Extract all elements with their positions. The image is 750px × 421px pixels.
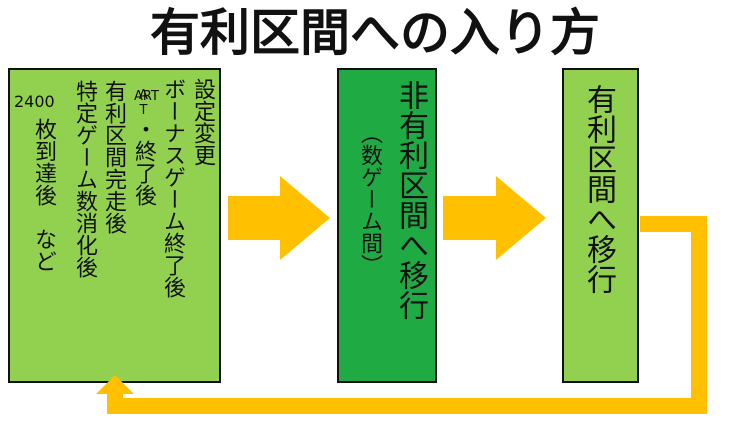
condition-line-4: 有利区間完走後 [101,80,126,234]
non-advantage-box: 非有利区間へ移行 （数ゲーム間） [337,68,437,383]
condition-line-3-text: ・終了後 [131,118,156,206]
tag-at: AT [136,88,151,118]
count-2400: 2400 [14,92,55,111]
condition-line-3: AT・終了後 [131,88,156,206]
condition-line-6: 枚到達後 など [31,118,56,272]
tag-art-label: ART [134,89,159,104]
advantage-box: 有利区間へ移行 [562,68,639,383]
condition-line-1: 設定変更 [190,78,215,166]
non-advantage-sub: （数ゲーム間） [357,122,382,276]
advantage-label: 有利区間へ移行 [581,84,616,294]
return-loop-arrow [107,216,707,414]
page-title: 有利区間への入り方 [150,4,600,62]
conditions-box: 設定変更 ボーナスゲーム終了後 AT・終了後 ART 有利区間完走後 特定ゲーム… [8,68,221,383]
condition-line-5: 特定ゲーム数消化後 [72,80,97,278]
arrow-right-icon-1 [228,176,330,260]
condition-line-2: ボーナスゲーム終了後 [160,78,185,298]
arrow-up-icon [96,375,134,394]
non-advantage-label: 非有利区間へ移行 [393,80,428,320]
arrow-right-icon-2 [443,176,546,260]
